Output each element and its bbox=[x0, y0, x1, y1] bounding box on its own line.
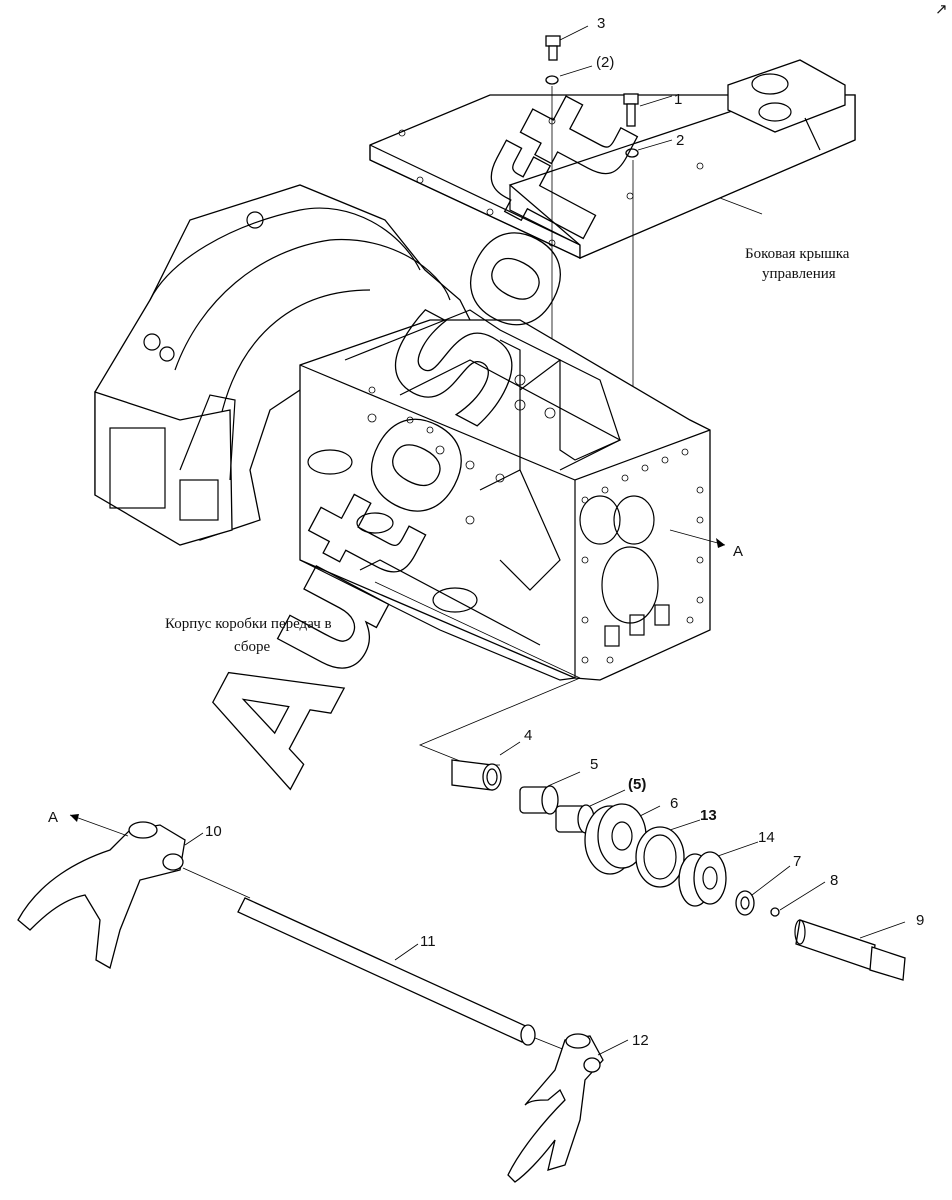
callout-14: 14 bbox=[758, 829, 775, 846]
callout-6: 6 bbox=[670, 795, 678, 812]
callout-5-paren: (5) bbox=[628, 776, 646, 793]
washer-2 bbox=[625, 139, 673, 158]
gear-14 bbox=[678, 841, 759, 907]
housing-label-line2: сборе bbox=[234, 639, 270, 655]
corner-mark: ↗ bbox=[935, 1, 948, 18]
arrow-a-label-left: A bbox=[48, 809, 58, 826]
callout-5: 5 bbox=[590, 756, 598, 773]
callout-4: 4 bbox=[524, 727, 532, 744]
shift-fork-12 bbox=[507, 1033, 629, 1183]
callout-3: 3 bbox=[597, 15, 605, 32]
cover-label-line2: управления bbox=[762, 266, 836, 282]
bolt-1 bbox=[623, 93, 673, 127]
shift-rod-11 bbox=[237, 897, 536, 1046]
gear-5 bbox=[519, 771, 581, 815]
side-control-cover bbox=[369, 59, 856, 259]
shaft-9 bbox=[794, 919, 906, 981]
callout-11: 11 bbox=[420, 933, 436, 950]
washer-7 bbox=[735, 865, 791, 916]
washer-2-paren bbox=[545, 65, 593, 85]
callout-1: 1 bbox=[674, 91, 682, 108]
callout-8: 8 bbox=[830, 872, 838, 889]
callout-7: 7 bbox=[793, 853, 801, 870]
bushing-4 bbox=[451, 741, 521, 791]
housing-label-line1: Корпус коробки передач в bbox=[165, 616, 332, 632]
section-arrow-a-left: A bbox=[48, 809, 129, 837]
transmission-housing bbox=[94, 184, 711, 766]
callout-10: 10 bbox=[205, 823, 222, 840]
gear-6 bbox=[584, 803, 661, 875]
pin-8 bbox=[770, 881, 826, 917]
bolt-3 bbox=[545, 25, 589, 61]
callout-2-paren: (2) bbox=[596, 54, 614, 71]
callout-9: 9 bbox=[916, 912, 924, 929]
callout-12: 12 bbox=[632, 1032, 649, 1049]
arrow-a-label-right: A bbox=[733, 543, 743, 560]
shift-fork-10 bbox=[17, 821, 204, 969]
callout-13: 13 bbox=[700, 807, 717, 824]
ring-13 bbox=[635, 819, 701, 888]
callout-2: 2 bbox=[676, 132, 684, 149]
section-arrow-a-right: A bbox=[669, 529, 743, 560]
cover-label-line1: Боковая крышка bbox=[745, 246, 850, 262]
